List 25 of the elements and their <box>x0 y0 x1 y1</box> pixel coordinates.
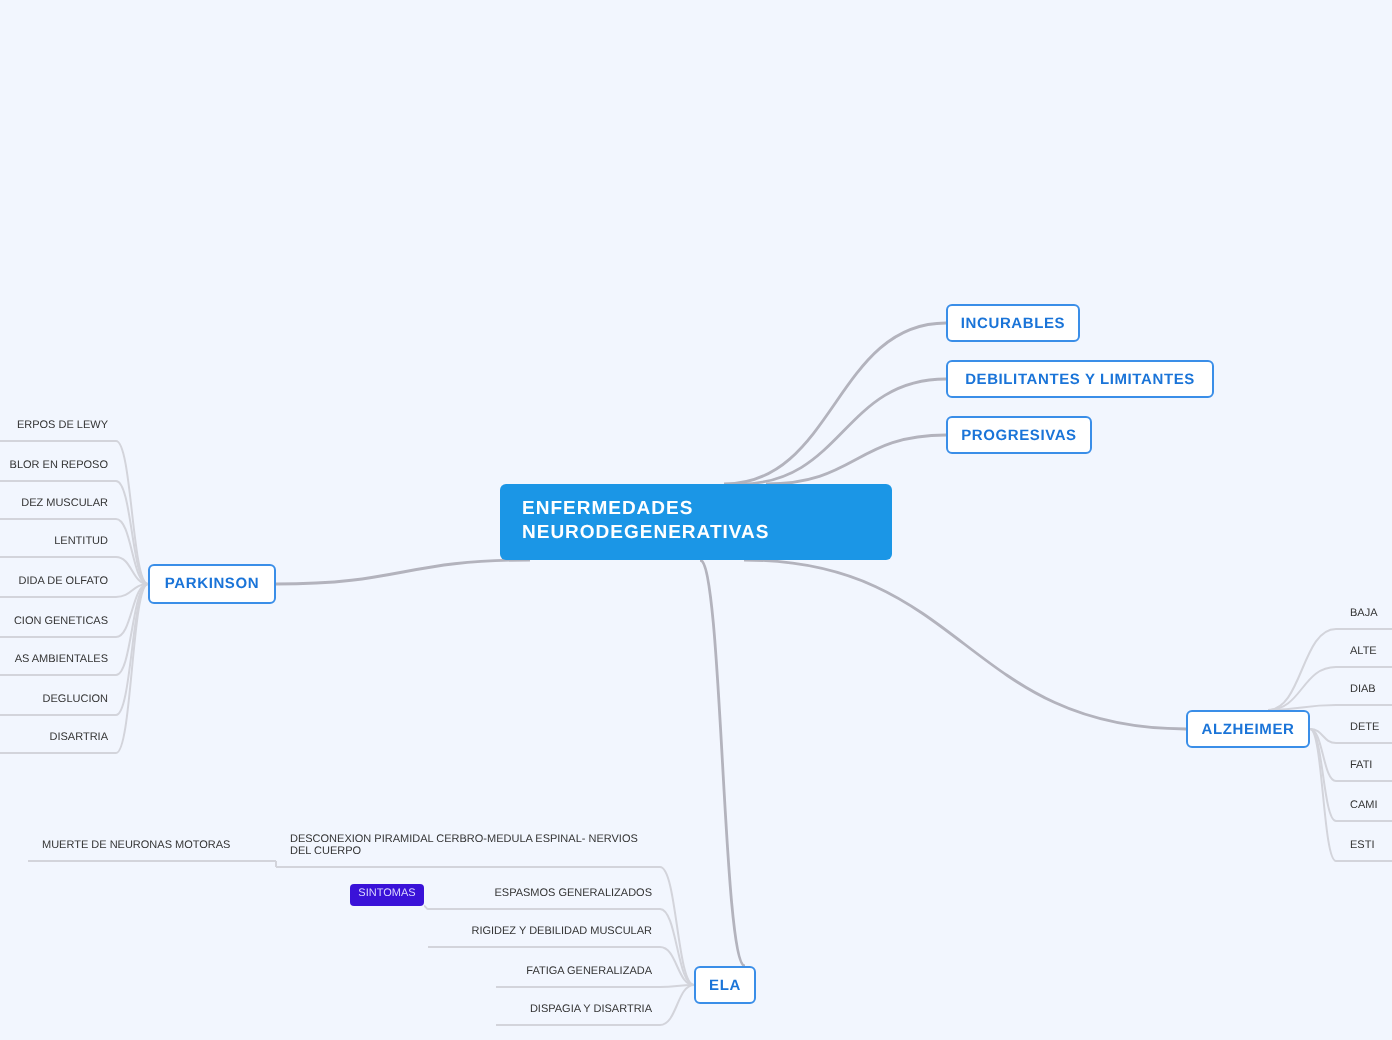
branch-line <box>723 321 947 486</box>
branch-line <box>115 583 149 638</box>
branch-line <box>1309 728 1337 822</box>
branch-line <box>115 556 149 585</box>
branch-line <box>659 946 695 986</box>
branch-line <box>739 377 947 486</box>
branch-line <box>1309 728 1337 862</box>
branch-line <box>659 984 695 1026</box>
branch-line <box>115 518 149 585</box>
branch-line <box>115 583 149 754</box>
branch-line <box>659 984 695 988</box>
branch-line <box>1309 728 1337 744</box>
branch-line <box>765 433 947 486</box>
branch-line <box>743 558 1187 731</box>
branch-line <box>1267 628 1337 711</box>
branch-line <box>115 583 149 676</box>
branch-line <box>659 908 695 986</box>
central-topic: ENFERMEDADES NEURODEGENERATIVAS <box>500 484 892 560</box>
branch-line <box>275 558 531 586</box>
branch-line <box>659 866 695 986</box>
branch-line <box>275 860 277 868</box>
branch-line <box>115 440 149 585</box>
branch-line <box>698 559 747 967</box>
branch-line <box>115 583 149 598</box>
branch-line <box>1309 728 1337 782</box>
